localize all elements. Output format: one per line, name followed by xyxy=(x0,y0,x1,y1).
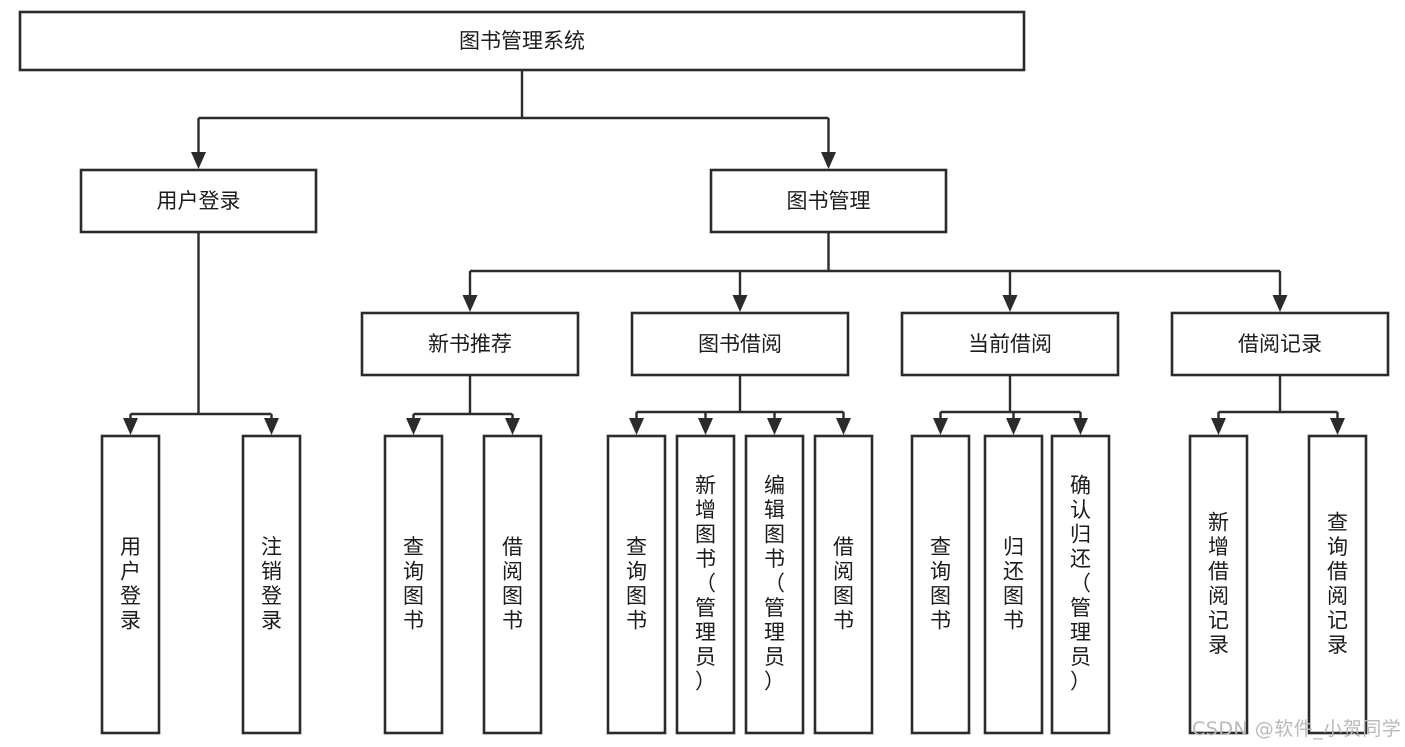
edges-layer xyxy=(123,70,1345,435)
node-label: 借阅记录 xyxy=(1238,332,1322,356)
node-leaf-borrow-book-2[interactable]: 借阅图书 xyxy=(813,434,874,735)
node-new-book-rec[interactable]: 新书推荐 xyxy=(360,311,580,377)
node-label: 用户登录 xyxy=(120,535,141,633)
node-leaf-edit-book[interactable]: 编辑图书（管理员） xyxy=(744,434,805,735)
node-label: 查询借阅记录 xyxy=(1327,510,1348,657)
node-leaf-query-book-2[interactable]: 查询图书 xyxy=(606,434,667,735)
node-box[interactable] xyxy=(606,434,667,735)
arrowhead-icon xyxy=(123,418,138,435)
node-box[interactable] xyxy=(1170,311,1390,377)
arrowhead-icon xyxy=(264,418,279,435)
node-box[interactable] xyxy=(383,434,444,735)
node-box[interactable] xyxy=(241,434,302,735)
arrowhead-icon xyxy=(1073,418,1088,435)
node-box[interactable] xyxy=(900,311,1120,377)
node-leaf-query-book-1[interactable]: 查询图书 xyxy=(383,434,444,735)
arrowhead-icon xyxy=(191,152,206,169)
node-current-borrow[interactable]: 当前借阅 xyxy=(900,311,1120,377)
connector-group xyxy=(1211,375,1345,435)
connector-group xyxy=(191,70,836,169)
arrowhead-icon xyxy=(1002,295,1018,312)
connector-group xyxy=(123,232,279,435)
node-box[interactable] xyxy=(709,168,948,234)
nodes-layer: 图书管理系统用户登录图书管理新书推荐图书借阅当前借阅借阅记录用户登录注销登录查询… xyxy=(18,10,1390,735)
node-label: 当前借阅 xyxy=(968,332,1052,356)
node-leaf-query-record[interactable]: 查询借阅记录 xyxy=(1307,434,1368,735)
node-box[interactable] xyxy=(1188,434,1249,735)
node-label: 归还图书 xyxy=(1003,535,1024,633)
node-leaf-query-book-3[interactable]: 查询图书 xyxy=(910,434,971,735)
node-label: 新增图书（管理员） xyxy=(695,474,716,694)
connector-group xyxy=(933,375,1088,435)
node-label: 图书管理 xyxy=(787,189,871,213)
node-label: 查询图书 xyxy=(626,535,647,633)
node-user-login[interactable]: 用户登录 xyxy=(79,168,318,234)
node-box[interactable] xyxy=(18,10,1026,72)
connector-group xyxy=(629,375,851,435)
arrowhead-icon xyxy=(1006,418,1021,435)
connector-group xyxy=(462,232,1288,312)
node-leaf-borrow-book-1[interactable]: 借阅图书 xyxy=(482,434,543,735)
arrowhead-icon xyxy=(933,418,948,435)
node-box[interactable] xyxy=(1050,434,1111,735)
node-leaf-user-login[interactable]: 用户登录 xyxy=(100,434,161,735)
node-label: 用户登录 xyxy=(157,189,241,213)
arrowhead-icon xyxy=(1272,295,1288,312)
node-box[interactable] xyxy=(360,311,580,377)
arrowhead-icon xyxy=(406,418,421,435)
node-label: 图书借阅 xyxy=(698,332,782,356)
arrowhead-icon xyxy=(462,295,478,312)
node-box[interactable] xyxy=(100,434,161,735)
node-label: 查询图书 xyxy=(930,535,951,633)
node-leaf-add-record[interactable]: 新增借阅记录 xyxy=(1188,434,1249,735)
node-box[interactable] xyxy=(630,311,850,377)
node-book-borrow[interactable]: 图书借阅 xyxy=(630,311,850,377)
node-leaf-confirm-return[interactable]: 确认归还（管理员） xyxy=(1050,434,1111,735)
arrowhead-icon xyxy=(505,418,520,435)
node-box[interactable] xyxy=(744,434,805,735)
node-label: 编辑图书（管理员） xyxy=(764,474,785,694)
node-box[interactable] xyxy=(983,434,1044,735)
node-leaf-logout[interactable]: 注销登录 xyxy=(241,434,302,735)
arrowhead-icon xyxy=(1211,418,1226,435)
node-label: 图书管理系统 xyxy=(459,29,585,53)
node-leaf-return-book[interactable]: 归还图书 xyxy=(983,434,1044,735)
node-box[interactable] xyxy=(482,434,543,735)
node-label: 借阅图书 xyxy=(502,535,523,633)
csdn-watermark: CSDN @软件_小贺同学 xyxy=(1192,718,1402,740)
node-label: 新增借阅记录 xyxy=(1208,510,1229,657)
node-leaf-add-book[interactable]: 新增图书（管理员） xyxy=(675,434,736,735)
node-label: 确认归还（管理员） xyxy=(1070,474,1091,694)
node-book-manage[interactable]: 图书管理 xyxy=(709,168,948,234)
node-borrow-record[interactable]: 借阅记录 xyxy=(1170,311,1390,377)
node-label: 查询图书 xyxy=(403,535,424,633)
node-box[interactable] xyxy=(813,434,874,735)
arrowhead-icon xyxy=(767,418,782,435)
arrowhead-icon xyxy=(732,295,748,312)
node-box[interactable] xyxy=(910,434,971,735)
node-label: 注销登录 xyxy=(261,535,282,633)
arrowhead-icon xyxy=(629,418,644,435)
node-label: 借阅图书 xyxy=(833,535,854,633)
connector-group xyxy=(406,375,520,435)
node-root-root[interactable]: 图书管理系统 xyxy=(18,10,1026,72)
arrowhead-icon xyxy=(698,418,713,435)
arrowhead-icon xyxy=(1330,418,1345,435)
node-box[interactable] xyxy=(675,434,736,735)
arrowhead-icon xyxy=(821,152,836,169)
node-label: 新书推荐 xyxy=(428,332,512,356)
node-box[interactable] xyxy=(79,168,318,234)
arrowhead-icon xyxy=(836,418,851,435)
node-box[interactable] xyxy=(1307,434,1368,735)
